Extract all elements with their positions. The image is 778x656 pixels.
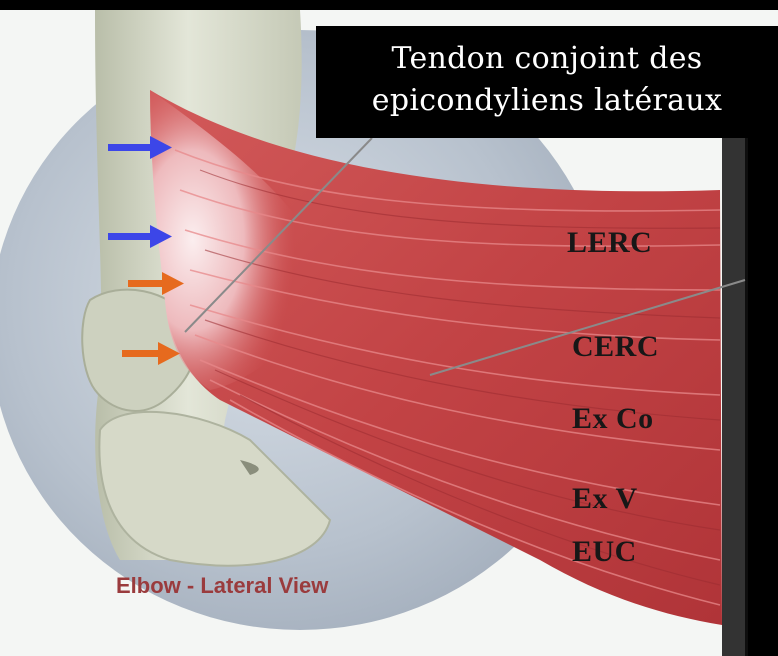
label-ex-co: Ex Co [572, 402, 654, 436]
title-box: Tendon conjoint des epicondyliens latéra… [316, 26, 778, 138]
title-line-2: epicondyliens latéraux [316, 80, 778, 122]
label-cerc: CERC [572, 330, 659, 364]
label-lerc: LERC [567, 226, 652, 260]
label-euc: EUC [572, 535, 637, 569]
view-caption: Elbow - Lateral View [116, 573, 328, 599]
right-black-panel [745, 138, 778, 656]
title-line-1: Tendon conjoint des [316, 38, 778, 80]
label-ex-v: Ex V [572, 482, 638, 516]
top-black-bar [0, 0, 778, 10]
